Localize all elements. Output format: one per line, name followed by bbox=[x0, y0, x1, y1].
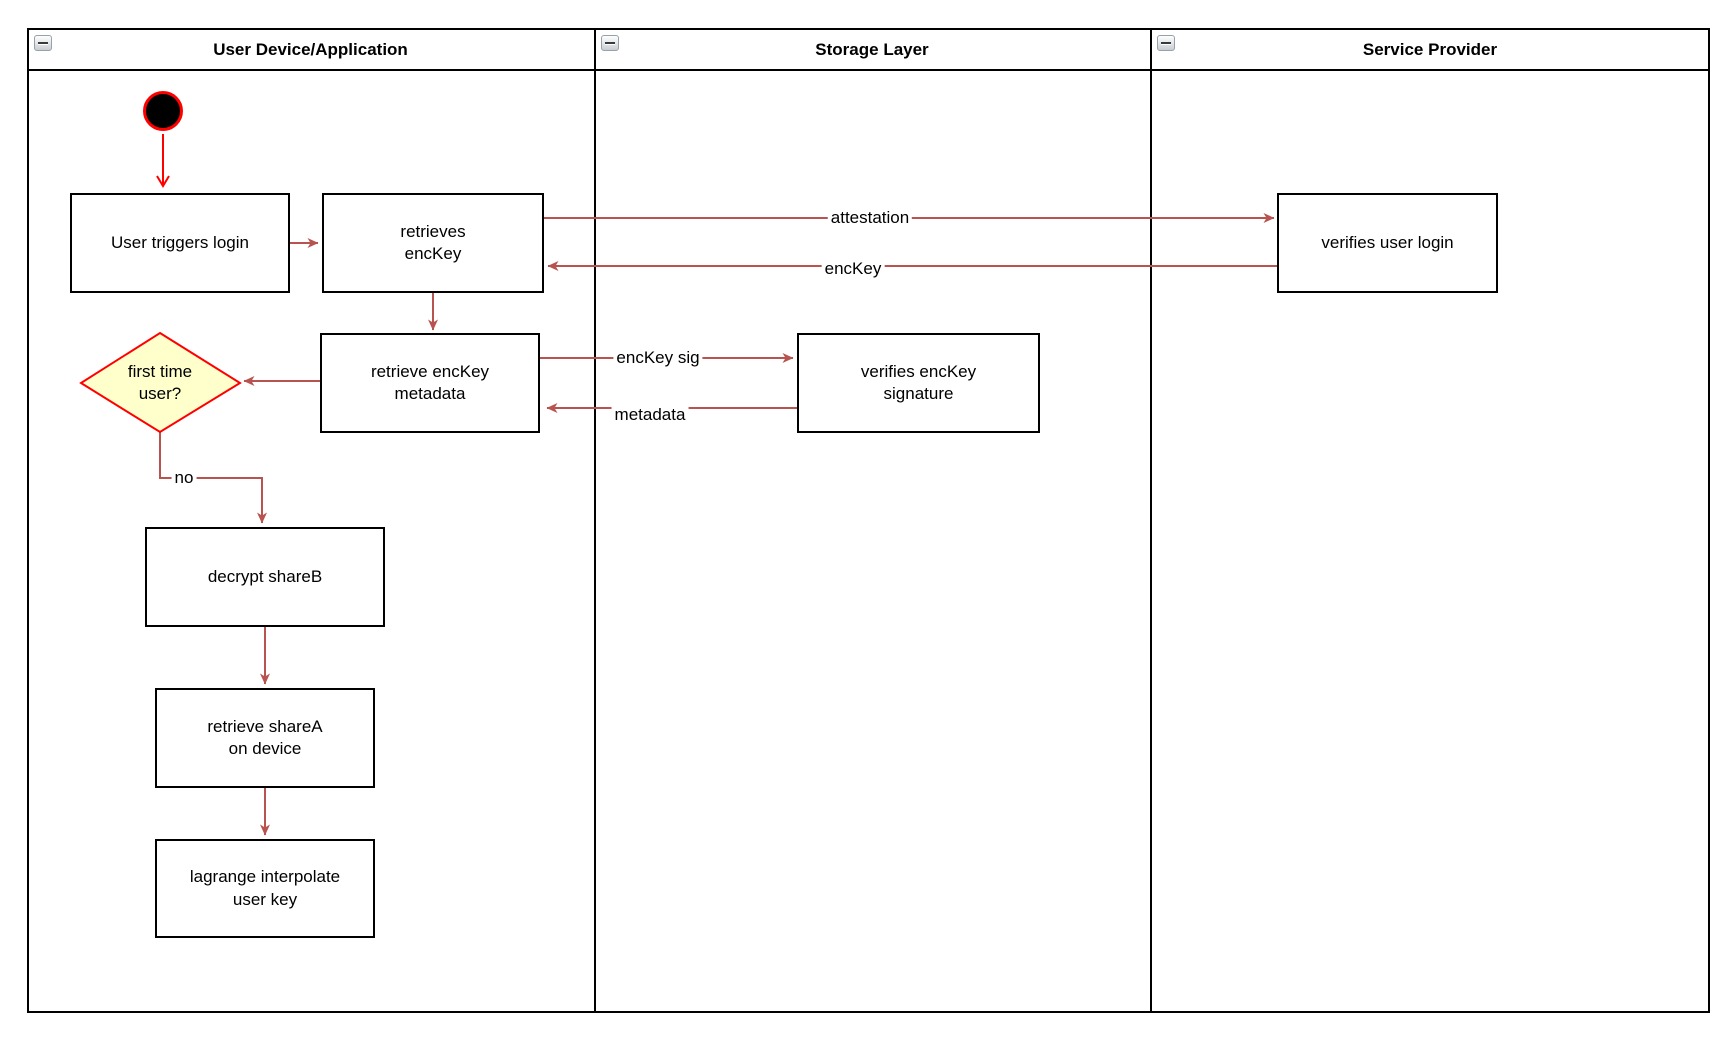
node-retrieves-enckey[interactable]: retrieves encKey bbox=[322, 193, 544, 293]
lane-title: User Device/Application bbox=[213, 39, 408, 59]
minus-icon bbox=[1161, 41, 1171, 45]
collapse-icon[interactable] bbox=[1157, 35, 1175, 51]
collapse-icon[interactable] bbox=[601, 35, 619, 51]
node-verifies-user-login[interactable]: verifies user login bbox=[1277, 193, 1498, 293]
edge-label-no[interactable]: no bbox=[171, 468, 197, 488]
lane-divider bbox=[1150, 28, 1152, 1013]
edge-label-metadata[interactable]: metadata bbox=[611, 405, 689, 425]
node-retrieve-enckey-metadata[interactable]: retrieve encKey metadata bbox=[320, 333, 540, 433]
lane-header-storage-layer[interactable]: Storage Layer bbox=[594, 28, 1150, 71]
collapse-icon[interactable] bbox=[34, 35, 52, 51]
edge-label-attestation[interactable]: attestation bbox=[827, 208, 913, 228]
node-decrypt-shareb[interactable]: decrypt shareB bbox=[145, 527, 385, 627]
minus-icon bbox=[38, 41, 48, 45]
lane-header-separator bbox=[27, 69, 1710, 71]
node-user-triggers-login[interactable]: User triggers login bbox=[70, 193, 290, 293]
lane-divider bbox=[594, 28, 596, 1013]
lane-header-service-provider[interactable]: Service Provider bbox=[1150, 28, 1710, 71]
initial-node[interactable] bbox=[143, 91, 183, 131]
node-retrieve-sharea-on-device[interactable]: retrieve shareA on device bbox=[155, 688, 375, 788]
decision-label: first time user? bbox=[127, 361, 193, 403]
node-lagrange-interpolate-user-key[interactable]: lagrange interpolate user key bbox=[155, 839, 375, 938]
node-verifies-enckey-signature[interactable]: verifies encKey signature bbox=[797, 333, 1040, 433]
lane-header-user-device[interactable]: User Device/Application bbox=[27, 28, 594, 71]
edge-label-enckey[interactable]: encKey bbox=[821, 259, 885, 279]
edge-label-enckey-sig[interactable]: encKey sig bbox=[613, 348, 703, 368]
lane-title: Service Provider bbox=[1362, 39, 1498, 59]
lane-title: Storage Layer bbox=[815, 39, 929, 59]
minus-icon bbox=[605, 41, 615, 45]
